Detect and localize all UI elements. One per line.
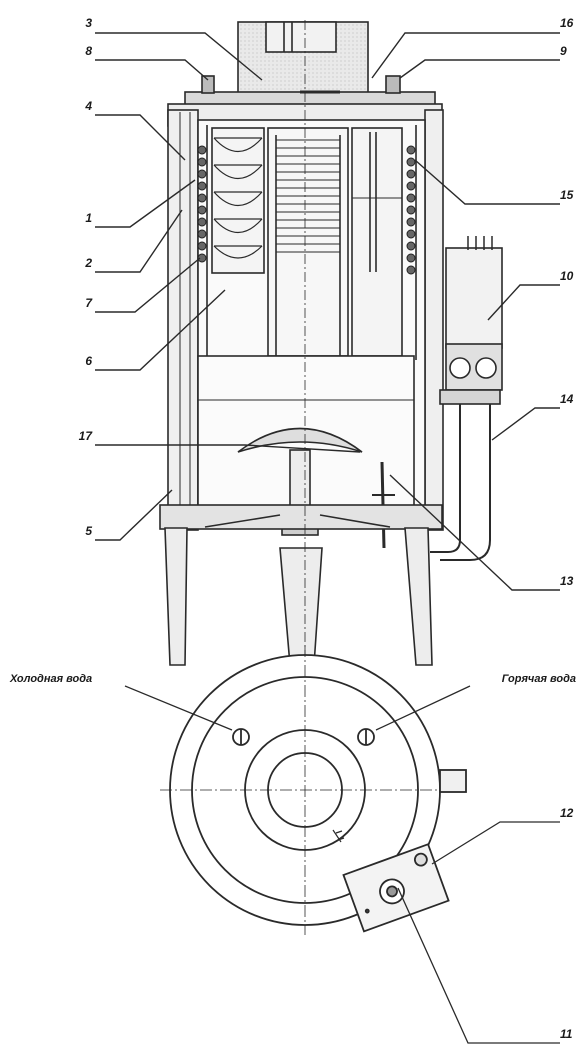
inner-column-right (351, 127, 403, 357)
callout-10: 10 (560, 269, 574, 283)
hot-water-caption: Горячая вода (502, 673, 576, 685)
gas-valve-knob-left (449, 357, 471, 379)
heat-exchanger-arcs (213, 137, 263, 259)
side-connection (439, 769, 467, 793)
water-captions: Холодная вода Горячая вода (9, 673, 576, 685)
leg-left (164, 527, 188, 666)
indicator-button (413, 852, 428, 867)
cold-water-caption: Холодная вода (9, 673, 92, 685)
callout-9: 9 (560, 44, 567, 58)
callout-4: 4 (84, 99, 92, 113)
callout-3: 3 (85, 16, 92, 30)
heat-exchanger-left (211, 127, 265, 274)
callout-8: 8 (85, 44, 92, 58)
front-section-view (159, 20, 503, 666)
callout-2: 2 (84, 256, 92, 270)
leg-center (279, 547, 323, 666)
top-view (160, 645, 467, 935)
callout-16: 16 (560, 16, 574, 30)
callout-labels: 3 16 8 9 4 15 1 2 10 7 6 14 17 5 13 12 1… (79, 16, 574, 1041)
callout-5: 5 (85, 524, 92, 538)
callout-14: 14 (560, 392, 574, 406)
callout-7: 7 (85, 296, 93, 310)
leg-right (404, 527, 433, 666)
flue-fins (276, 139, 340, 253)
outer-shell-right (424, 109, 444, 531)
heating-coil-right (406, 145, 416, 275)
control-panel (342, 843, 450, 933)
flue-box-top (265, 21, 337, 53)
gas-valve-knob-right (475, 357, 497, 379)
callout-12: 12 (560, 806, 574, 820)
bottom-plate (159, 504, 443, 530)
central-flue (267, 127, 349, 357)
gas-valve-housing (445, 247, 503, 349)
burner-cap (237, 427, 363, 453)
heating-coil-left (197, 145, 207, 263)
callout-15: 15 (560, 188, 574, 202)
callout-11: 11 (560, 1027, 573, 1041)
leader-lines-top (124, 685, 560, 1044)
callout-17: 17 (79, 429, 94, 443)
callout-6: 6 (85, 354, 92, 368)
leader-lines-front (95, 32, 560, 591)
fitting-left (201, 75, 215, 94)
callout-1: 1 (85, 211, 92, 225)
fitting-right (385, 75, 401, 94)
callout-13: 13 (560, 574, 574, 588)
